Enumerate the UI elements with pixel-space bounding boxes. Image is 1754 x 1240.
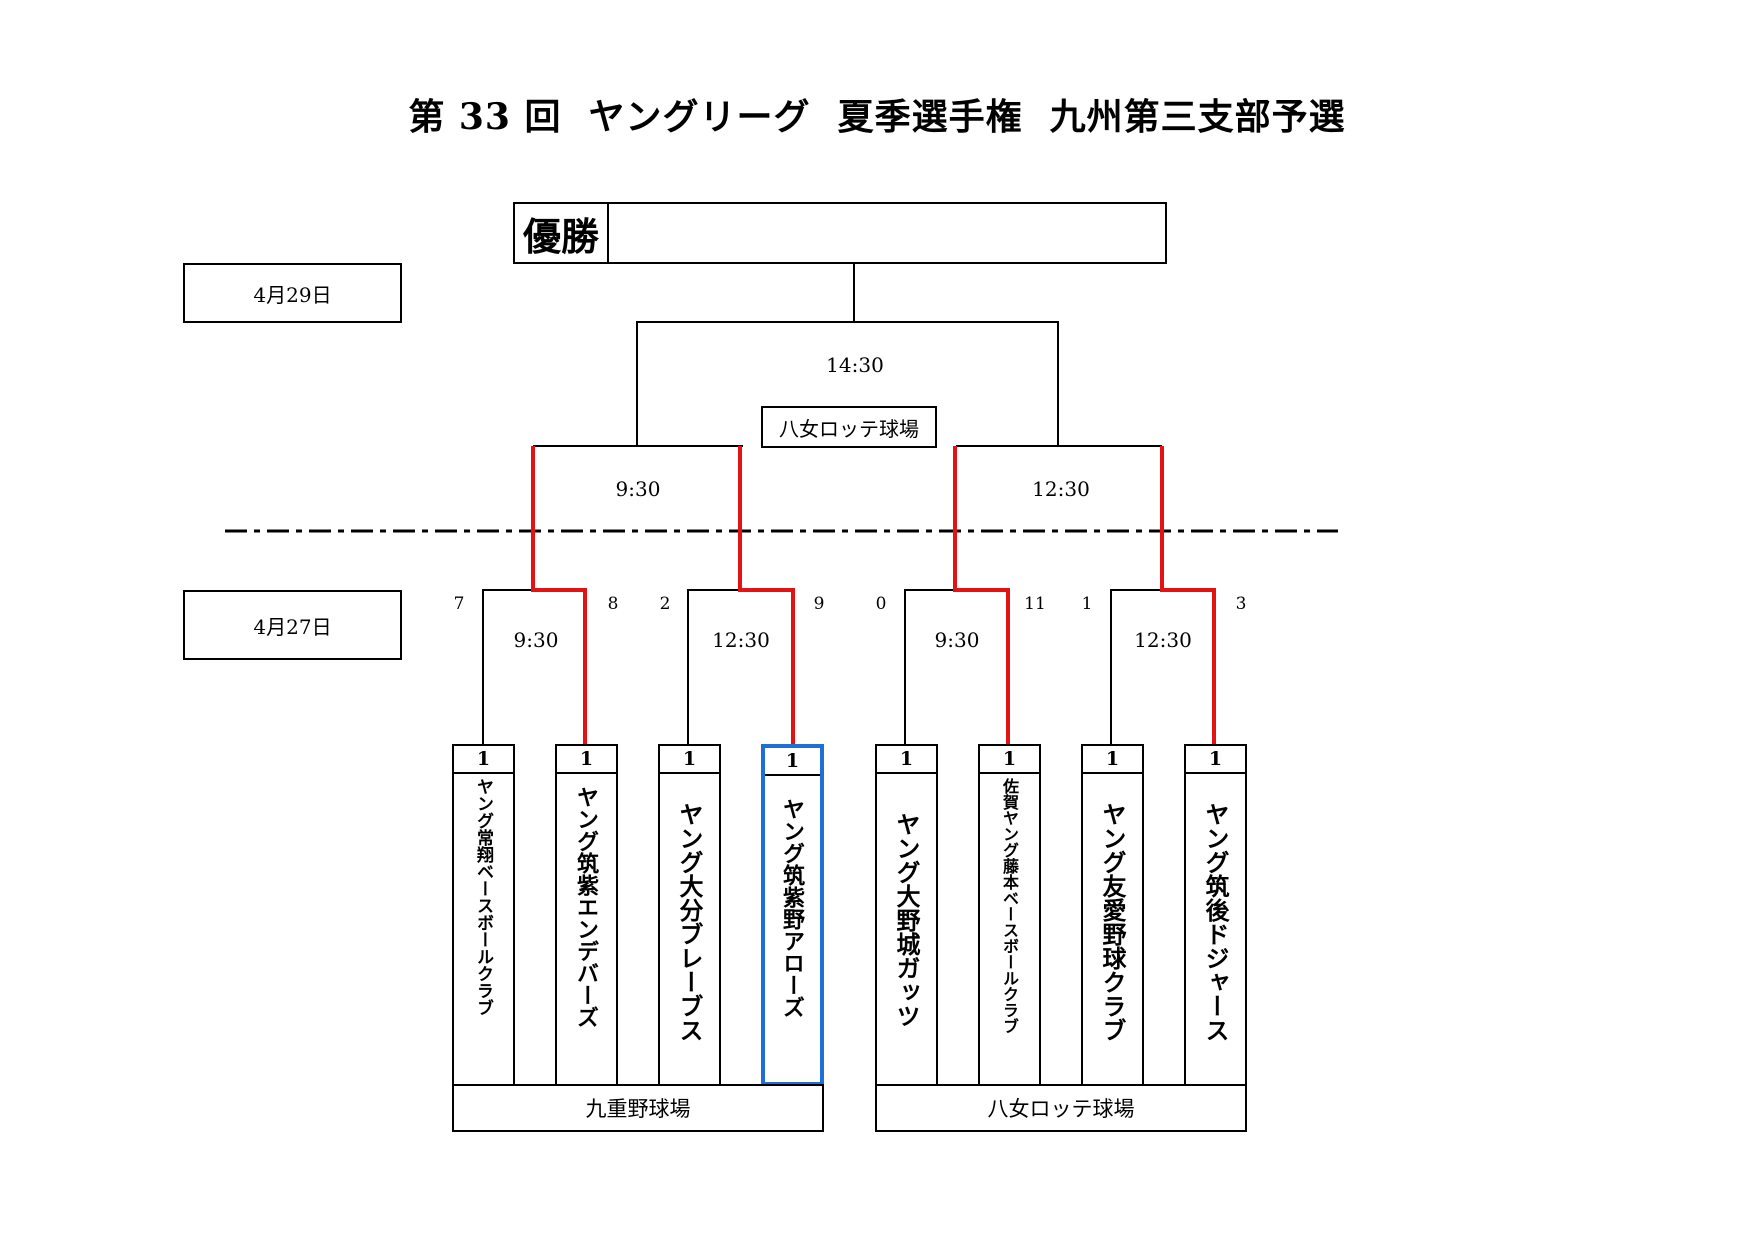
team-2-seed: 1 — [557, 746, 616, 774]
team-7-name: ヤング友愛野球クラブ — [1098, 802, 1127, 1042]
final-venue: 八女ロッテ球場 — [761, 406, 937, 448]
champion-box: 優勝 — [513, 202, 1167, 264]
team-3-name: ヤング大分ブレーブス — [675, 802, 704, 1042]
score-m4-right: 3 — [1235, 594, 1247, 614]
page-title: 第 33 回 ヤングリーグ 夏季選手権 九州第三支部予選 — [408, 96, 1346, 138]
team-box-8: 1 ヤング筑後ドジャース — [1184, 744, 1247, 1086]
team-8-name: ヤング筑後ドジャース — [1201, 802, 1230, 1042]
team-box-3: 1 ヤング大分ブレーブス — [658, 744, 721, 1086]
team-3-seed: 1 — [660, 746, 719, 774]
semifinal-1-time: 9:30 — [615, 477, 661, 501]
team-box-2: 1 ヤング筑紫エンデバーズ — [555, 744, 618, 1086]
score-m2-left: 2 — [659, 594, 671, 614]
team-4-name: ヤング筑紫野アローズ — [779, 798, 805, 1018]
team-2-name: ヤング筑紫エンデバーズ — [573, 786, 599, 1028]
team-4-seed: 1 — [765, 748, 820, 776]
score-m1-left: 7 — [453, 594, 465, 614]
team-box-6: 1 佐賀ヤング藤本ベースボールクラブ — [978, 744, 1041, 1086]
champion-label: 優勝 — [515, 204, 609, 262]
date-first-day: 4月27日 — [183, 590, 402, 660]
team-8-seed: 1 — [1186, 746, 1245, 774]
venue-left: 九重野球場 — [452, 1084, 824, 1132]
score-m1-right: 8 — [607, 594, 619, 614]
team-1-seed: 1 — [454, 746, 513, 774]
match-2-time: 12:30 — [712, 628, 770, 652]
team-box-1: 1 ヤング常翔ベースボールクラブ — [452, 744, 515, 1086]
team-5-seed: 1 — [877, 746, 936, 774]
team-7-seed: 1 — [1083, 746, 1142, 774]
team-box-7: 1 ヤング友愛野球クラブ — [1081, 744, 1144, 1086]
match-4-time: 12:30 — [1134, 628, 1192, 652]
team-5-name: ヤング大野城ガッツ — [892, 812, 921, 1028]
score-m4-left: 1 — [1081, 594, 1093, 614]
venue-right: 八女ロッテ球場 — [875, 1084, 1247, 1132]
date-final-day: 4月29日 — [183, 263, 402, 323]
match-1-time: 9:30 — [513, 628, 559, 652]
score-m2-right: 9 — [813, 594, 825, 614]
team-box-4-highlighted: 1 ヤング筑紫野アローズ — [761, 744, 824, 1086]
match-3-time: 9:30 — [934, 628, 980, 652]
score-m3-right: 11 — [1024, 594, 1046, 614]
team-6-name: 佐賀ヤング藤本ベースボールクラブ — [1000, 778, 1019, 1034]
final-time: 14:30 — [826, 353, 884, 377]
semifinal-2-time: 12:30 — [1032, 477, 1090, 501]
team-6-seed: 1 — [980, 746, 1039, 774]
team-box-5: 1 ヤング大野城ガッツ — [875, 744, 938, 1086]
score-m3-left: 0 — [875, 594, 887, 614]
team-1-name: ヤング常翔ベースボールクラブ — [473, 778, 493, 1016]
